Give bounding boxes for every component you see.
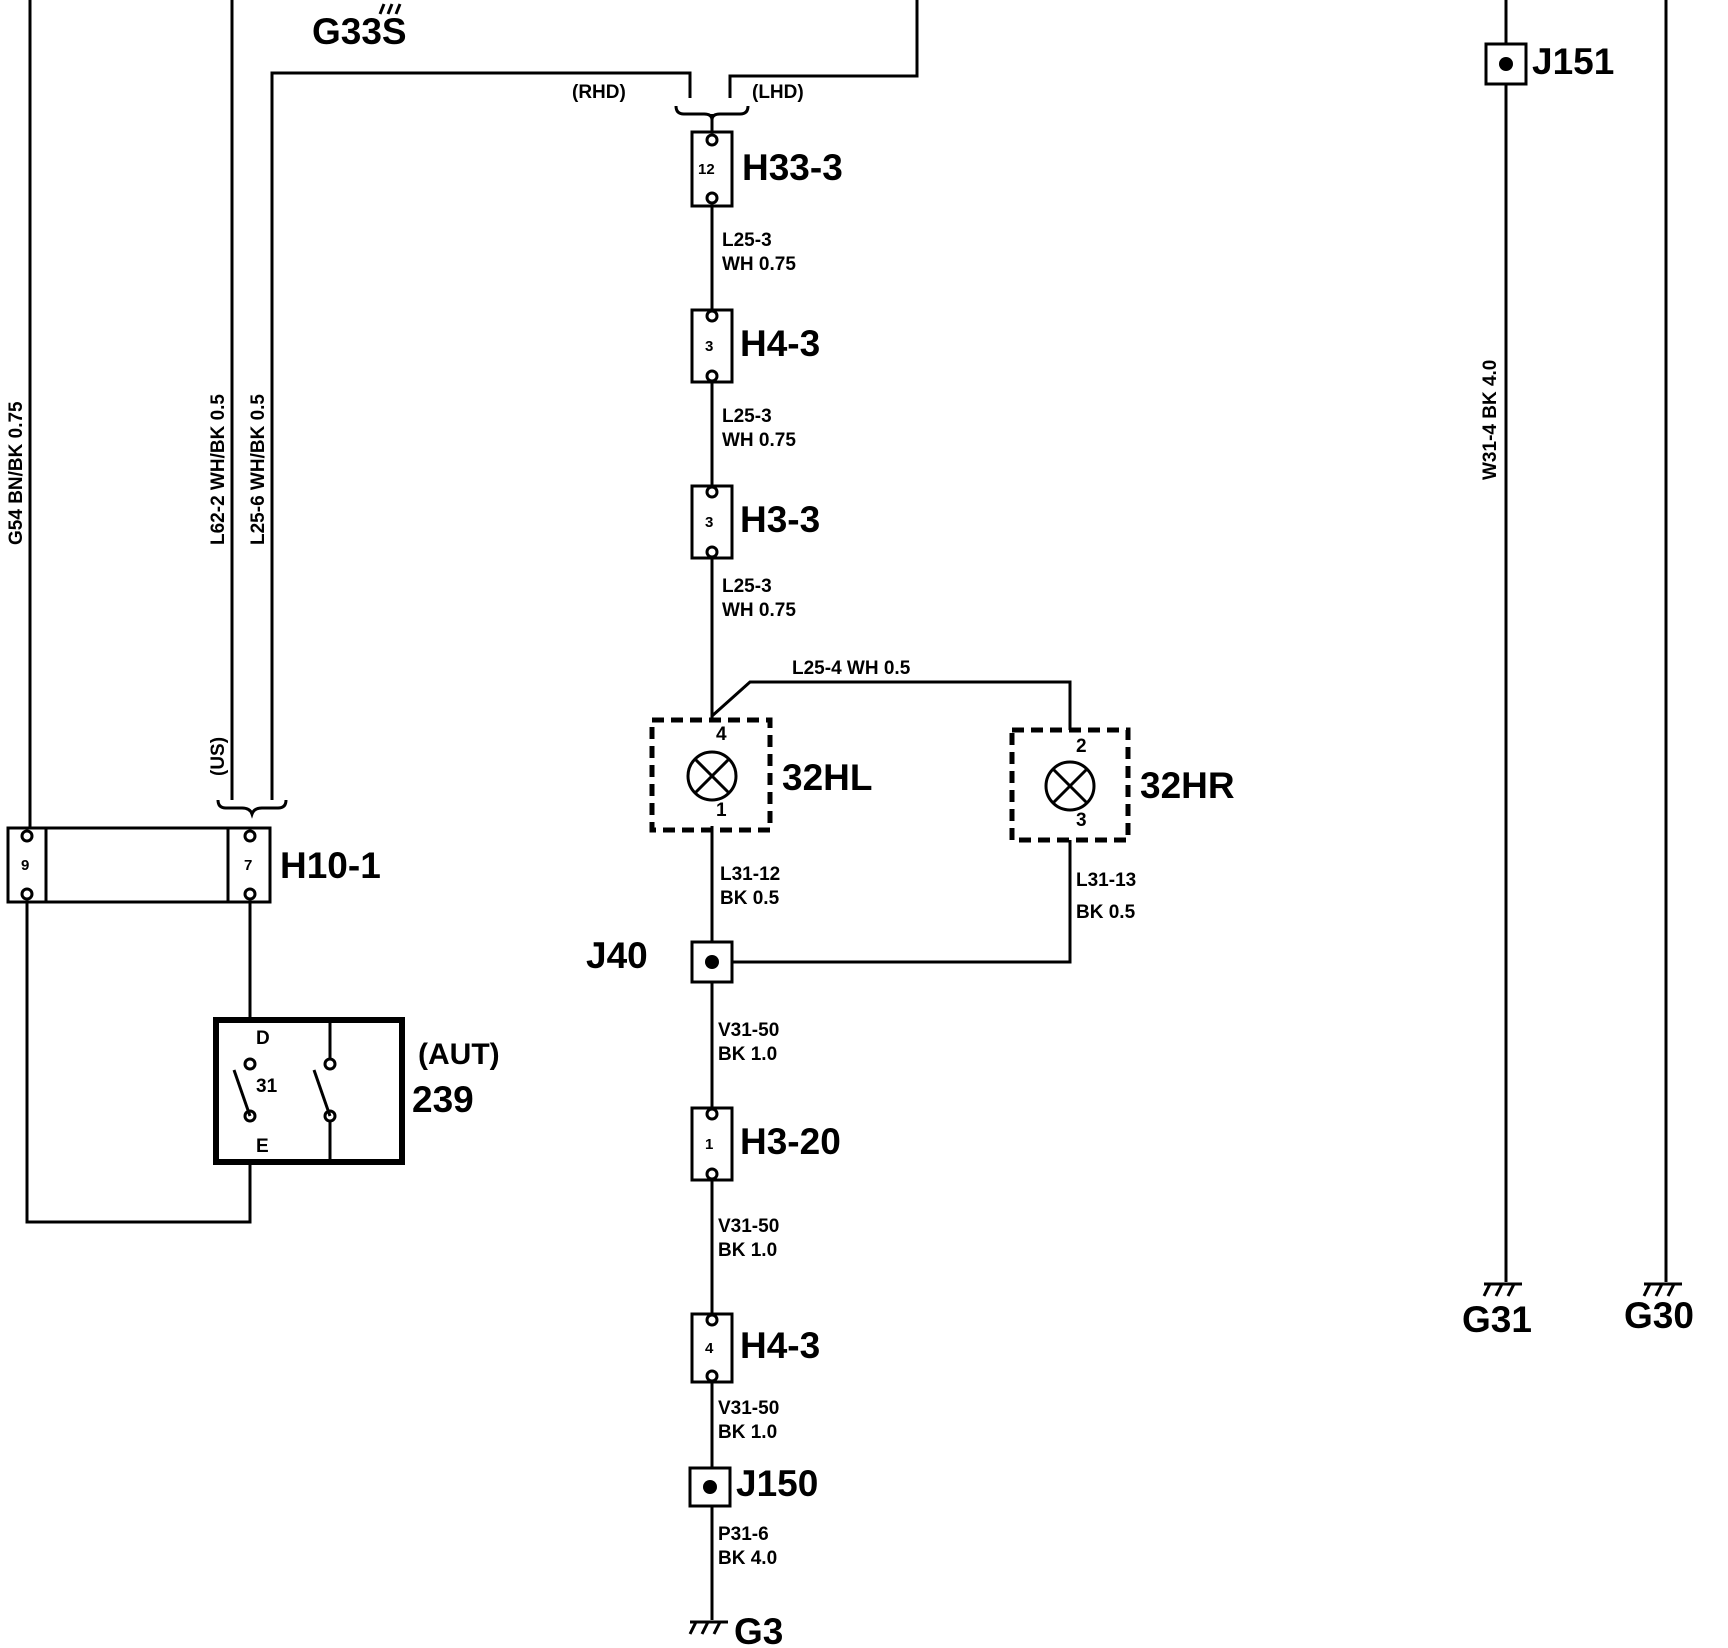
ground-g31-icon xyxy=(1482,1282,1522,1297)
switch-blade xyxy=(312,1069,332,1117)
j40-label: J40 xyxy=(586,935,648,976)
h3-20-pin: 1 xyxy=(705,1136,713,1153)
wire-label-w31-4: W31-4 BK 4.0 xyxy=(1480,360,1501,480)
h3-3-pin: 3 xyxy=(705,514,713,531)
switch-239 xyxy=(213,1017,405,1165)
h4-3-lower-label: H4-3 xyxy=(740,1325,820,1366)
h33-3-pin: 12 xyxy=(698,161,715,178)
g31-label: G31 xyxy=(1462,1299,1532,1340)
h10-1-pin-7: 7 xyxy=(244,857,252,874)
wire-label-wh075: WH 0.75 xyxy=(722,254,796,275)
wire-label-l25-6: L25-6 WH/BK 0.5 xyxy=(248,394,269,545)
wire-lhd xyxy=(728,0,919,98)
pin-terminal xyxy=(20,829,34,843)
h4-3-label: H4-3 xyxy=(740,323,820,364)
lamp-32hl-pin-bottom: 1 xyxy=(716,800,727,821)
h3-3-label: H3-3 xyxy=(740,499,820,540)
rhd-label: (RHD) xyxy=(572,82,626,103)
wire-label-l62-2: L62-2 WH/BK 0.5 xyxy=(208,394,229,545)
lamp-32hr-bulb-icon xyxy=(1044,760,1096,812)
wire-label-bk05: BK 0.5 xyxy=(1076,902,1136,923)
wire-label-v31-50: V31-50 xyxy=(718,1020,779,1041)
lamp-32hr-pin-bottom: 3 xyxy=(1076,810,1087,831)
pin-terminal xyxy=(243,829,257,843)
g33s-label: G33S xyxy=(312,11,407,52)
wire-label-bk10: BK 1.0 xyxy=(718,1422,777,1443)
h10-1-pin-9: 9 xyxy=(21,857,29,874)
us-label: (US) xyxy=(208,737,229,776)
ground-g3-icon xyxy=(688,1620,728,1635)
wire-l25-4 xyxy=(710,680,1072,730)
switch-blade xyxy=(232,1069,252,1117)
wire-label-l25-3: L25-3 xyxy=(722,576,772,597)
splice-dot xyxy=(703,1480,717,1494)
switch-pin-d: D xyxy=(256,1028,270,1049)
h10-1-label: H10-1 xyxy=(280,845,381,886)
connector-h4-3 xyxy=(690,308,734,384)
connector-h3-20 xyxy=(690,1106,734,1182)
wire-label-l31-13: L31-13 xyxy=(1076,870,1136,891)
pin-terminal xyxy=(20,887,34,901)
connector-h3-3 xyxy=(690,484,734,560)
j151-label: J151 xyxy=(1532,41,1614,82)
switch-contact xyxy=(323,1057,337,1071)
switch-pin-31: 31 xyxy=(256,1076,278,1097)
g33s-tick xyxy=(394,3,402,15)
wire-label-v31-50: V31-50 xyxy=(718,1398,779,1419)
lamp-32hl-pin-top: 4 xyxy=(716,724,727,745)
lamp-32hr-housing xyxy=(1009,727,1131,843)
switch-contact xyxy=(243,1057,257,1071)
switch-pin-e: E xyxy=(256,1136,269,1157)
splice-j150 xyxy=(688,1466,732,1508)
wire-loop-left xyxy=(25,902,252,1224)
aut-label: (AUT) xyxy=(418,1038,500,1071)
connector-h4-3-lower xyxy=(690,1312,734,1384)
lamp-32hr-label: 32HR xyxy=(1140,765,1235,806)
wire-l25-6 xyxy=(270,71,692,800)
wire-label-l25-3: L25-3 xyxy=(722,230,772,251)
connector-h10-1 xyxy=(6,826,272,904)
lamp-32hr-pin-top: 2 xyxy=(1076,736,1087,757)
switch-239-label: 239 xyxy=(412,1079,474,1120)
us-bracket xyxy=(216,799,288,819)
lhd-label: (LHD) xyxy=(752,82,804,103)
g33s-tick xyxy=(378,3,386,15)
lamp-32hl-label: 32HL xyxy=(782,757,872,798)
j150-label: J150 xyxy=(736,1463,818,1504)
splice-dot xyxy=(1499,57,1513,71)
wire-l31-13 xyxy=(732,840,1072,964)
wire-label-l31-12: L31-12 xyxy=(720,864,780,885)
pin-terminal xyxy=(243,887,257,901)
wire-label-g54: G54 BN/BK 0.75 xyxy=(6,401,27,545)
lamp-32hl-housing xyxy=(649,717,773,833)
wire-label-l25-3: L25-3 xyxy=(722,406,772,427)
h3-20-label: H3-20 xyxy=(740,1121,841,1162)
lamp-32hl-bulb-icon xyxy=(686,750,738,802)
connector-h33-3 xyxy=(690,130,734,208)
ground-g30-icon xyxy=(1642,1282,1682,1297)
h4-3-lower-pin: 4 xyxy=(705,1340,714,1357)
wire-label-bk05: BK 0.5 xyxy=(720,888,780,909)
wire-label-v31-50: V31-50 xyxy=(718,1216,779,1237)
wire-label-bk10: BK 1.0 xyxy=(718,1240,777,1261)
g3-label: G3 xyxy=(734,1611,783,1648)
g33s-tick xyxy=(386,3,394,15)
g30-label: G30 xyxy=(1624,1295,1694,1336)
wire-label-l25-4: L25-4 WH 0.5 xyxy=(792,658,911,679)
wire-label-bk40: BK 4.0 xyxy=(718,1548,777,1569)
h33-3-label: H33-3 xyxy=(742,147,843,188)
h4-3-pin: 3 xyxy=(705,338,713,355)
wire-label-bk10: BK 1.0 xyxy=(718,1044,777,1065)
wire-label-wh075: WH 0.75 xyxy=(722,430,796,451)
wire-label-wh075: WH 0.75 xyxy=(722,600,796,621)
splice-dot xyxy=(705,955,719,969)
wire-label-p31-6: P31-6 xyxy=(718,1524,769,1545)
